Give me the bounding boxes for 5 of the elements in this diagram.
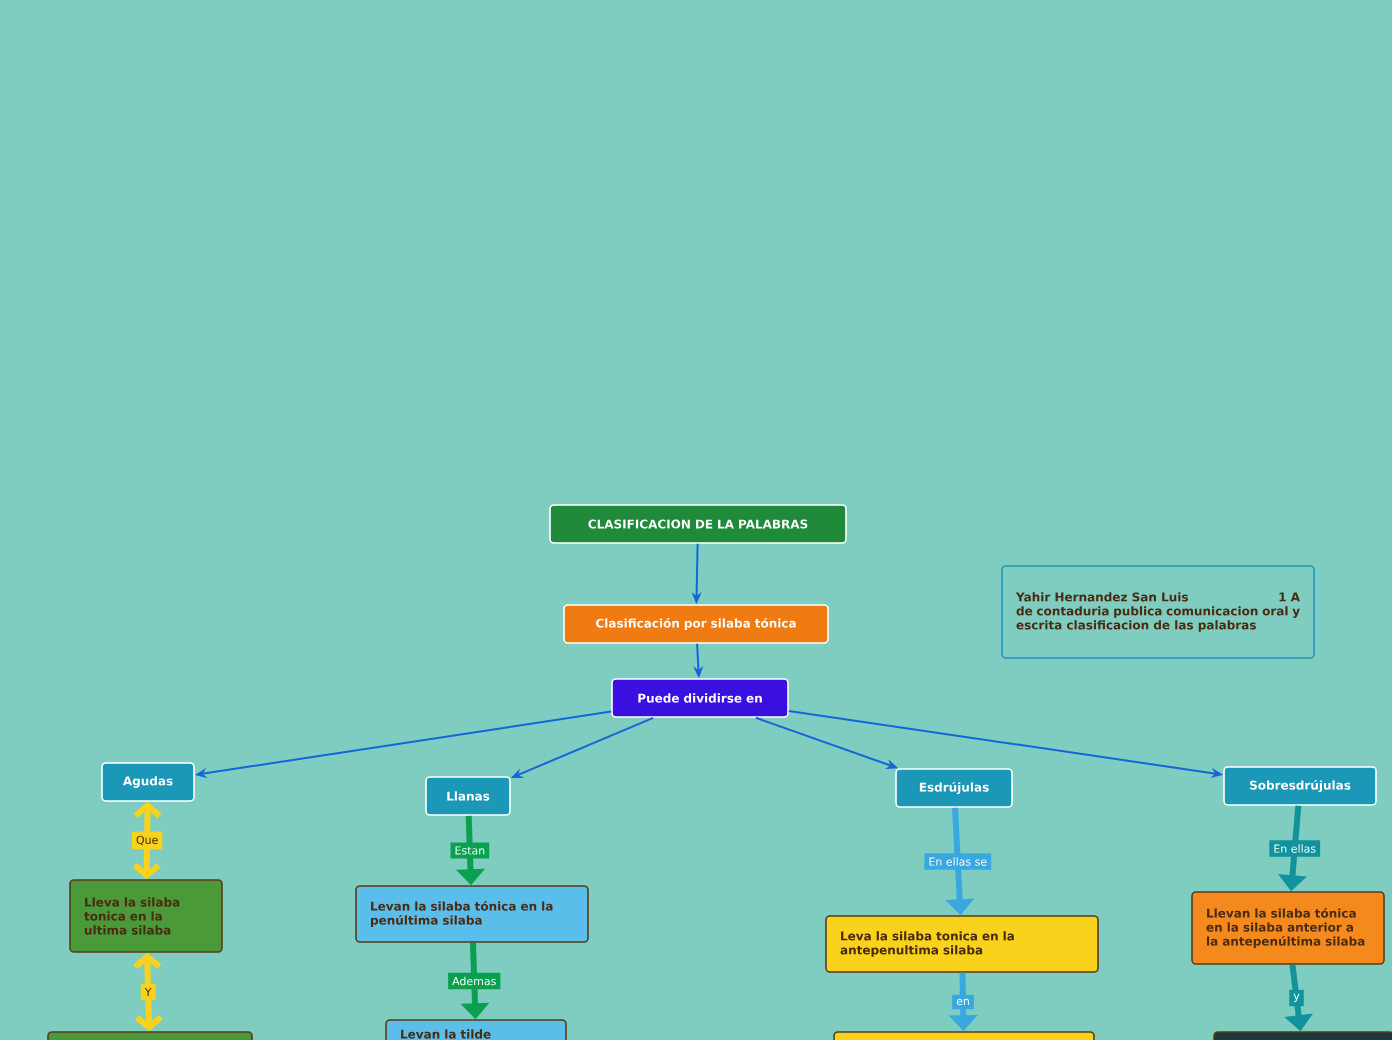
- arrow: [133, 952, 163, 1032]
- arrow: [132, 801, 162, 880]
- description-box: [1213, 1031, 1392, 1040]
- description-box: [833, 1031, 1095, 1040]
- description-box: [47, 1031, 253, 1040]
